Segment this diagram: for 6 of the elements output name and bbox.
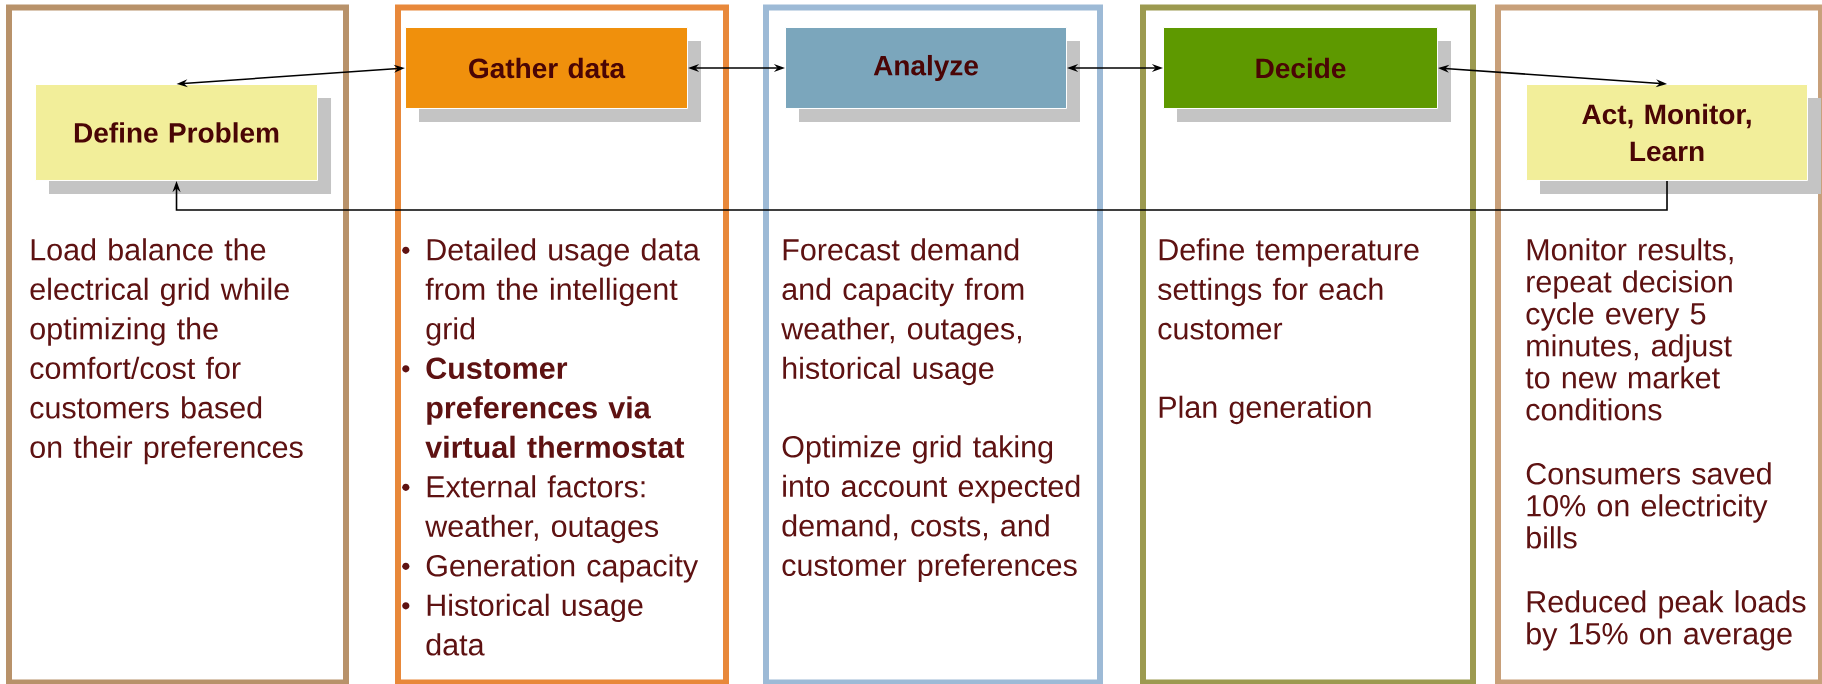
header-box: Define Problem (35, 84, 331, 194)
header-box: Decide (1163, 27, 1451, 122)
header-box: Analyze (785, 27, 1080, 122)
header-box: Gather data (405, 27, 701, 122)
header-box: Act, Monitor, Learn (1526, 84, 1821, 194)
arrow (172, 180, 1668, 211)
